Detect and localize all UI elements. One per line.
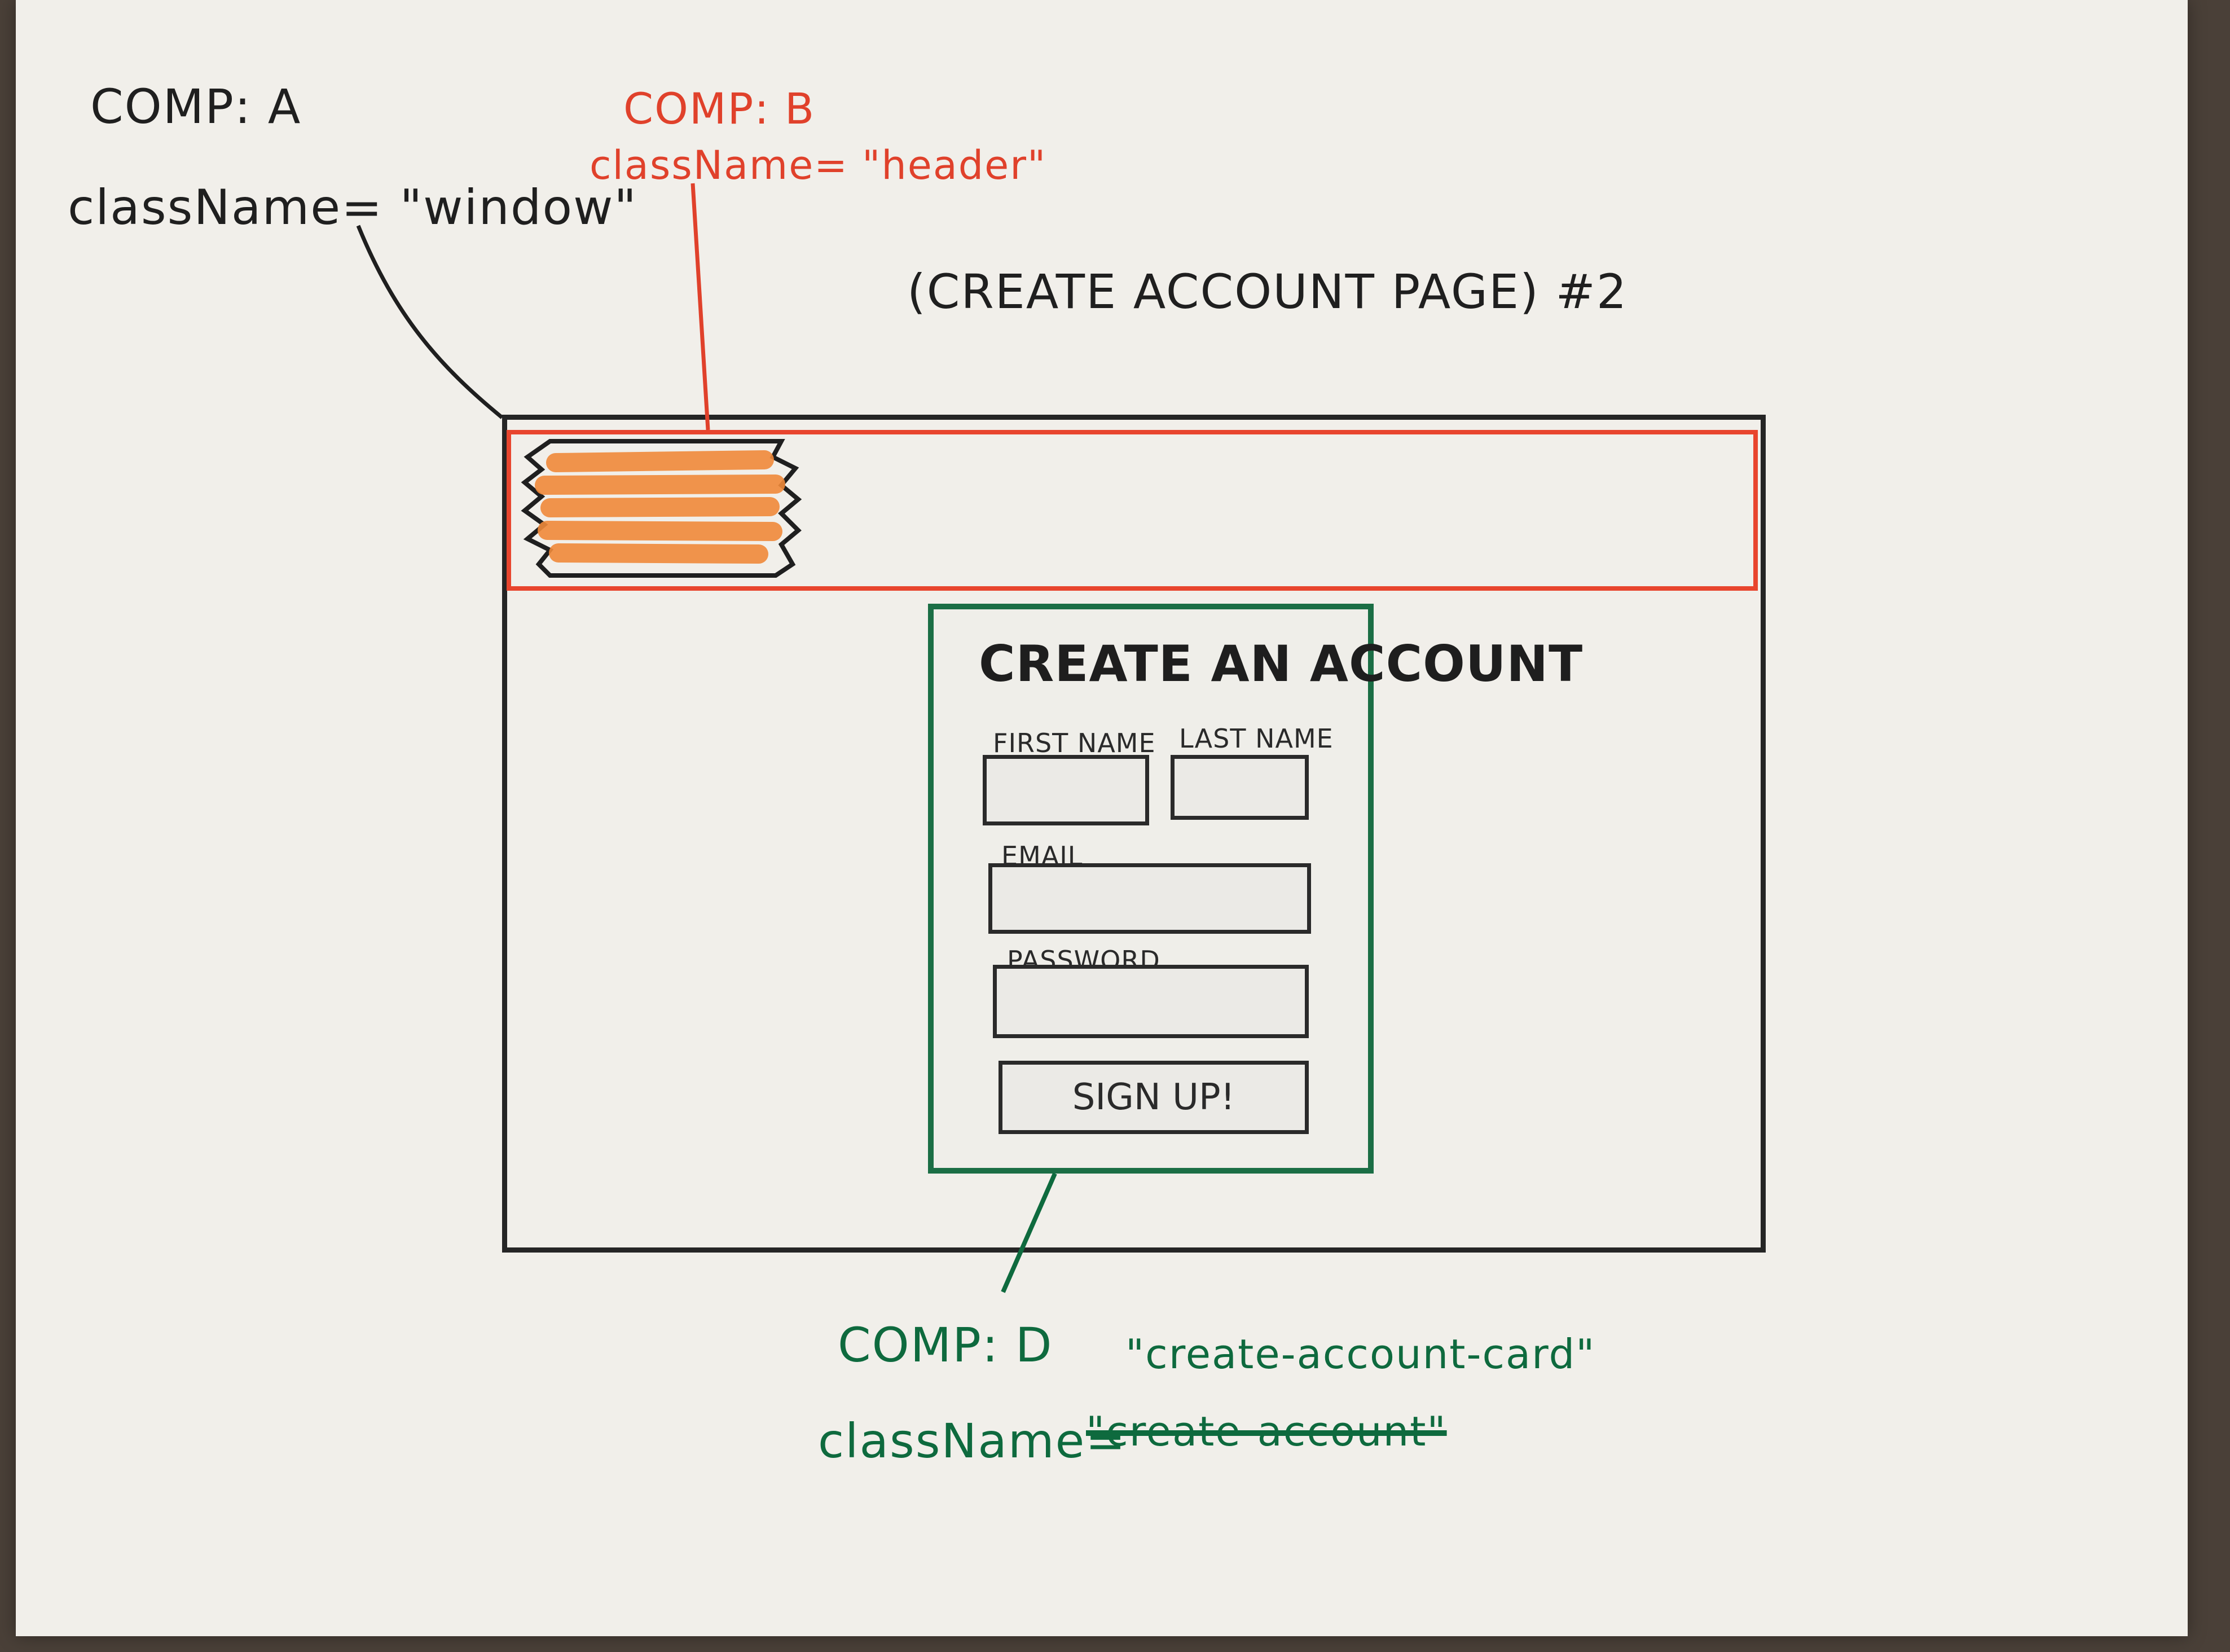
comp-a-classname: className= "window" bbox=[68, 179, 637, 236]
comp-b-leader-line bbox=[690, 183, 710, 430]
comp-d-classname-prefix: className= bbox=[818, 1413, 1127, 1469]
comp-d-label: COMP: D bbox=[838, 1317, 1053, 1373]
comp-d-old-classname: "create-account" bbox=[1086, 1408, 1447, 1455]
comp-b-classname: className= "header" bbox=[590, 142, 1047, 188]
page-title: (CREATE ACCOUNT PAGE) #2 bbox=[907, 264, 1628, 319]
last-name-label: LAST NAME bbox=[1179, 723, 1334, 754]
card-title: CREATE AN ACCOUNT bbox=[979, 635, 1584, 693]
comp-b-label: COMP: B bbox=[623, 84, 816, 134]
comp-a-label: COMP: A bbox=[90, 79, 302, 134]
window-frame bbox=[502, 415, 1766, 1253]
email-field[interactable] bbox=[988, 863, 1311, 934]
first-name-label: FIRST NAME bbox=[993, 728, 1156, 758]
header-box bbox=[507, 430, 1758, 591]
password-field[interactable] bbox=[993, 965, 1309, 1038]
first-name-field[interactable] bbox=[983, 755, 1149, 825]
comp-d-leader-line bbox=[1001, 1172, 1057, 1293]
comp-d-new-classname: "create-account-card" bbox=[1125, 1330, 1596, 1378]
logo-placeholder bbox=[521, 439, 802, 578]
signup-button[interactable]: SIGN UP! bbox=[999, 1061, 1309, 1134]
last-name-field[interactable] bbox=[1171, 755, 1309, 820]
comp-a-leader-line bbox=[356, 225, 504, 419]
